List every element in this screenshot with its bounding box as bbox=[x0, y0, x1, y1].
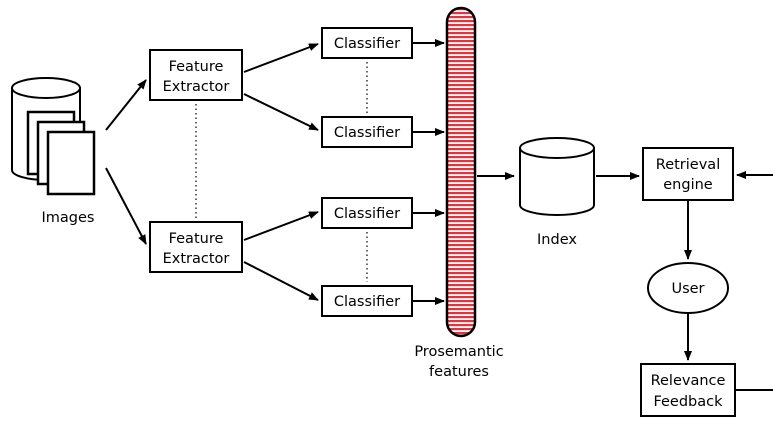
arrow-extractor-bottom-to-classifier-4 bbox=[243, 261, 319, 301]
user-label: User bbox=[671, 281, 704, 297]
feature-extractor-top: Feature Extractor bbox=[149, 49, 243, 101]
retrieval-engine-line2: engine bbox=[663, 177, 713, 193]
classifier-2-label: Classifier bbox=[334, 125, 400, 141]
classifier-4: Classifier bbox=[321, 285, 413, 317]
classifier-3: Classifier bbox=[321, 197, 413, 229]
relevance-feedback-line1: Relevance bbox=[651, 373, 726, 389]
retrieval-engine: Retrieval engine bbox=[642, 147, 734, 201]
prosemantic-features-bar bbox=[445, 6, 477, 338]
classifier-1: Classifier bbox=[321, 27, 413, 59]
index-database-icon bbox=[519, 137, 595, 216]
relevance-feedback: Relevance Feedback bbox=[640, 363, 736, 417]
feature-extractor-bottom-line1: Feature bbox=[169, 231, 224, 247]
feature-extractor-top-line2: Extractor bbox=[163, 79, 230, 95]
prosemantic-label-line2: features bbox=[429, 364, 489, 380]
index-label: Index bbox=[537, 232, 577, 248]
classifier-1-label: Classifier bbox=[334, 36, 400, 52]
classifier-2: Classifier bbox=[321, 116, 413, 148]
user-node: User bbox=[647, 262, 729, 314]
arrow-images-to-extractor-top bbox=[105, 79, 147, 131]
arrow-extractor-top-to-classifier-1 bbox=[243, 43, 319, 73]
retrieval-engine-line1: Retrieval bbox=[656, 157, 720, 173]
feature-extractor-bottom: Feature Extractor bbox=[149, 221, 243, 273]
relevance-feedback-line2: Feedback bbox=[653, 394, 723, 410]
prosemantic-label-line1: Prosemantic bbox=[414, 344, 503, 360]
image-stack-icon bbox=[26, 110, 96, 196]
classifier-4-label: Classifier bbox=[334, 294, 400, 310]
arrow-images-to-extractor-bottom bbox=[105, 167, 147, 245]
classifier-3-label: Classifier bbox=[334, 206, 400, 222]
images-label: Images bbox=[42, 210, 95, 226]
arrow-extractor-bottom-to-classifier-3 bbox=[243, 211, 319, 241]
feature-extractor-bottom-line2: Extractor bbox=[163, 251, 230, 267]
feature-extractor-top-line1: Feature bbox=[169, 59, 224, 75]
arrow-extractor-top-to-classifier-2 bbox=[243, 93, 319, 131]
